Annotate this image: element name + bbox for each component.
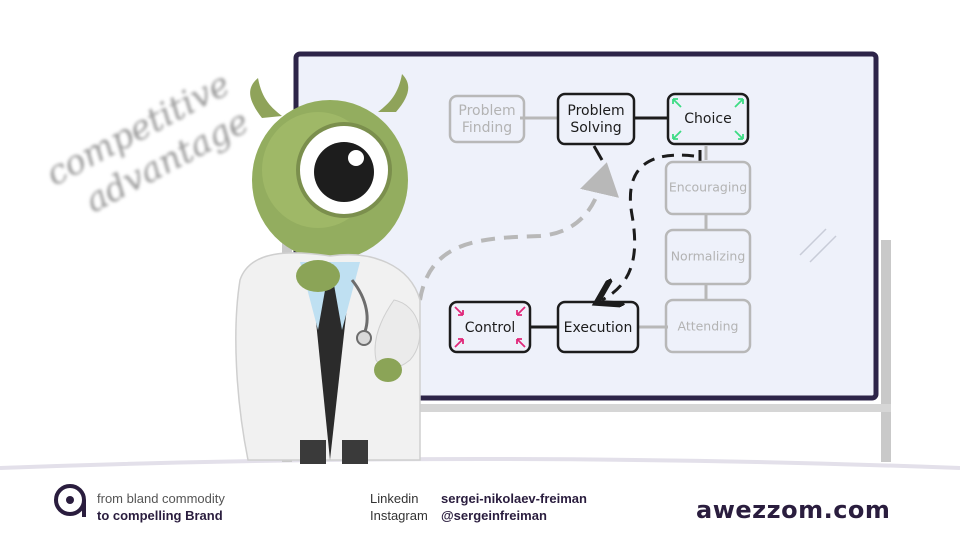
active-connectors	[528, 116, 702, 329]
faded-connectors	[520, 116, 708, 329]
board-glare	[799, 228, 837, 263]
node-choice-label: Choice	[684, 111, 731, 127]
monster-doctor-illustration	[235, 74, 421, 464]
node-choice	[666, 92, 750, 146]
tagline-line1: from bland commodity	[97, 491, 225, 506]
choice-expand-arrows	[672, 98, 744, 140]
linkedin-label: Linkedin	[370, 491, 419, 506]
linkedin-handle[interactable]: sergei-nikolaev-freiman	[441, 491, 587, 506]
node-problem-solving-line2: Solving	[570, 120, 621, 136]
node-problem-finding	[448, 94, 526, 144]
node-problem-solving	[556, 92, 636, 146]
ground-line	[0, 457, 960, 470]
flow-arrow-choice-to-execution	[602, 153, 695, 300]
instagram-handle[interactable]: @sergeinfreiman	[441, 508, 547, 523]
node-encouraging	[664, 160, 752, 216]
node-control	[448, 300, 532, 354]
website-link[interactable]: awezzom.com	[696, 496, 891, 524]
node-encouraging-label: Encouraging	[669, 180, 747, 195]
node-control-label: Control	[465, 320, 516, 336]
instagram-label: Instagram	[370, 508, 428, 523]
node-problem-finding-line2: Finding	[462, 120, 512, 136]
node-normalizing-label: Normalizing	[671, 249, 746, 264]
background-handwriting: competitive advantage	[40, 64, 256, 221]
flow-arrow-gray	[418, 162, 620, 301]
node-execution-label: Execution	[564, 320, 633, 336]
node-attending-label: Attending	[677, 319, 738, 334]
control-contract-arrows	[454, 306, 526, 348]
node-problem-solving-line1: Problem	[567, 103, 624, 119]
node-problem-finding-line1: Problem	[458, 103, 515, 119]
flow-arrow-solving	[592, 145, 604, 161]
tagline-line2: to compelling Brand	[97, 508, 223, 523]
node-attending	[664, 298, 752, 354]
brand-logo-icon	[54, 484, 86, 517]
node-normalizing	[664, 228, 752, 286]
